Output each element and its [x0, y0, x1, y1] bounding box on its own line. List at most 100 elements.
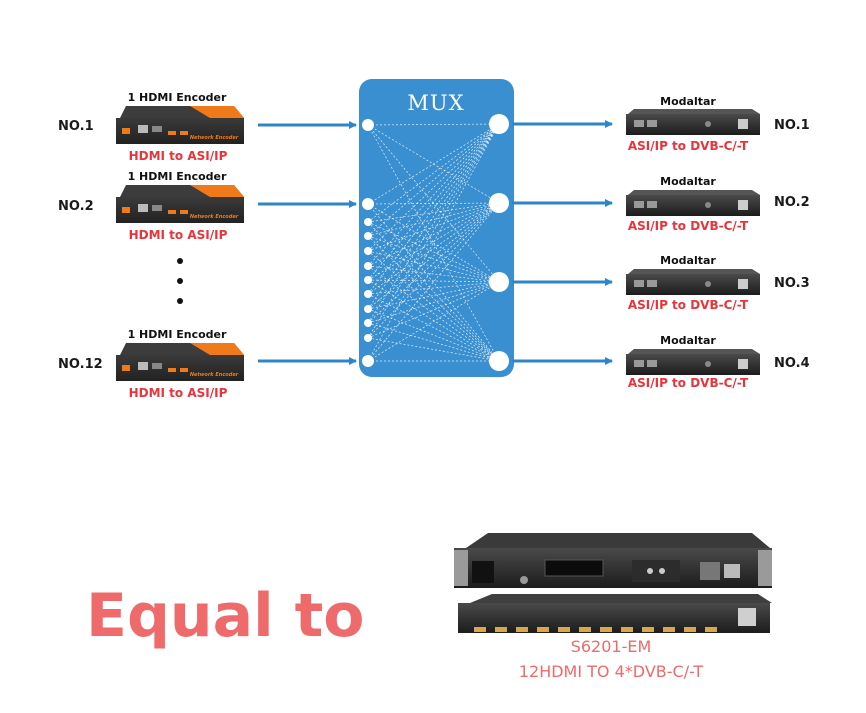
hdmi-port — [684, 627, 696, 632]
modulator-4: Modaltar ASI/IP to DVB-C/-T NO.4 — [626, 334, 810, 390]
mux-link — [367, 123, 500, 362]
encoder-12: 1 HDMI Encoder Network Encoder HDMI to A… — [58, 328, 244, 400]
mux-output-node — [489, 193, 509, 213]
mux-input-node — [362, 198, 374, 210]
equal-to-text: Equal to — [86, 581, 365, 651]
mux-output-nodes — [489, 114, 509, 371]
mux-link — [367, 250, 500, 283]
mux-link — [367, 202, 500, 267]
mux-link — [367, 202, 500, 281]
mux-link — [367, 123, 500, 252]
hdmi-port — [516, 627, 528, 632]
mux-link — [367, 250, 500, 362]
mux-link — [367, 202, 500, 295]
mux-input-node — [364, 247, 372, 255]
modulator-subtitle: ASI/IP to DVB-C/-T — [628, 376, 749, 390]
hdmi-port — [579, 627, 591, 632]
modulator-device-image — [626, 109, 760, 135]
modulator-title: Modaltar — [660, 254, 716, 267]
encoder-number: NO.2 — [58, 199, 94, 214]
mux-link — [367, 202, 500, 237]
hdmi-port — [642, 627, 654, 632]
hdmi-port — [663, 627, 675, 632]
mux-output-node — [489, 114, 509, 134]
hdmi-port — [537, 627, 549, 632]
output-arrows — [512, 120, 613, 365]
mux-input-node — [364, 276, 372, 284]
mux-link — [367, 235, 500, 283]
hdmi-port — [621, 627, 633, 632]
modulator-number: NO.3 — [774, 276, 810, 291]
mux-input-node — [364, 290, 372, 298]
modulator-title: Modaltar — [660, 175, 716, 188]
hdmi-port — [495, 627, 507, 632]
mux-input-node — [364, 232, 372, 240]
product-description: 12HDMI TO 4*DVB-C/-T — [519, 662, 704, 681]
mux-input-node — [364, 305, 372, 313]
modulator-number: NO.2 — [774, 195, 810, 210]
mux-label: MUX — [407, 91, 464, 115]
encoder-device-image: Network Encoder — [116, 106, 244, 144]
modulator-device-image — [626, 269, 760, 295]
mux-link — [367, 123, 500, 205]
mux-link — [367, 293, 500, 362]
mux-box: MUX — [359, 79, 514, 377]
product-model: S6201-EM — [571, 637, 652, 656]
modulator-number: NO.1 — [774, 118, 810, 133]
encoder-title: 1 HDMI Encoder — [128, 170, 227, 183]
mux-link — [367, 281, 500, 362]
input-arrows — [258, 121, 357, 365]
mux-link — [367, 123, 500, 310]
mux-link — [367, 322, 500, 362]
modulator-subtitle: ASI/IP to DVB-C/-T — [628, 298, 749, 312]
modulator-subtitle: ASI/IP to DVB-C/-T — [628, 139, 749, 153]
modulator-device-image — [626, 190, 760, 216]
encoder-subtitle: HDMI to ASI/IP — [129, 386, 228, 400]
encoder-title: 1 HDMI Encoder — [128, 91, 227, 104]
mux-link — [367, 308, 500, 362]
mux-input-nodes — [362, 119, 374, 367]
mux-input-node — [362, 119, 374, 131]
rear-hdmi-ports — [474, 627, 717, 632]
encoder-brand: Network Encoder — [190, 372, 239, 378]
encoder-subtitle: HDMI to ASI/IP — [129, 228, 228, 242]
hdmi-port — [474, 627, 486, 632]
modulator-title: Modaltar — [660, 334, 716, 347]
modulator-1: Modaltar ASI/IP to DVB-C/-T NO.1 — [626, 95, 810, 153]
mux-link — [367, 123, 500, 237]
mux-link — [367, 123, 500, 281]
mux-link — [367, 221, 500, 283]
product-rack-image — [454, 533, 772, 633]
encoder-subtitle: HDMI to ASI/IP — [129, 149, 228, 163]
mux-link — [367, 123, 500, 223]
encoder-device-image: Network Encoder — [116, 185, 244, 223]
modulator-2: Modaltar ASI/IP to DVB-C/-T NO.2 — [626, 175, 810, 233]
hdmi-port — [558, 627, 570, 632]
encoder-title: 1 HDMI Encoder — [128, 328, 227, 341]
mux-input-node — [362, 355, 374, 367]
ellipsis-dots — [177, 258, 183, 304]
mux-link — [367, 281, 500, 295]
mux-link — [367, 123, 500, 126]
mux-link — [367, 123, 500, 339]
mux-input-node — [364, 334, 372, 342]
modulator-device-image — [626, 349, 760, 375]
mux-input-node — [364, 262, 372, 270]
modulator-3: Modaltar ASI/IP to DVB-C/-T NO.3 — [626, 254, 810, 312]
mux-link — [367, 123, 500, 267]
mux-link — [367, 265, 500, 283]
mux-input-node — [364, 218, 372, 226]
encoder-2: 1 HDMI Encoder Network Encoder HDMI to A… — [58, 170, 244, 242]
encoder-brand: Network Encoder — [190, 214, 239, 220]
modulator-subtitle: ASI/IP to DVB-C/-T — [628, 219, 749, 233]
mux-link — [367, 202, 500, 310]
mux-link — [367, 202, 500, 205]
mux-connection-mesh — [367, 123, 500, 362]
modulator-number: NO.4 — [774, 356, 810, 371]
mux-input-node — [364, 319, 372, 327]
encoder-number: NO.1 — [58, 119, 94, 134]
mux-link — [367, 202, 500, 339]
mux-link — [367, 265, 500, 362]
hdmi-port — [600, 627, 612, 632]
